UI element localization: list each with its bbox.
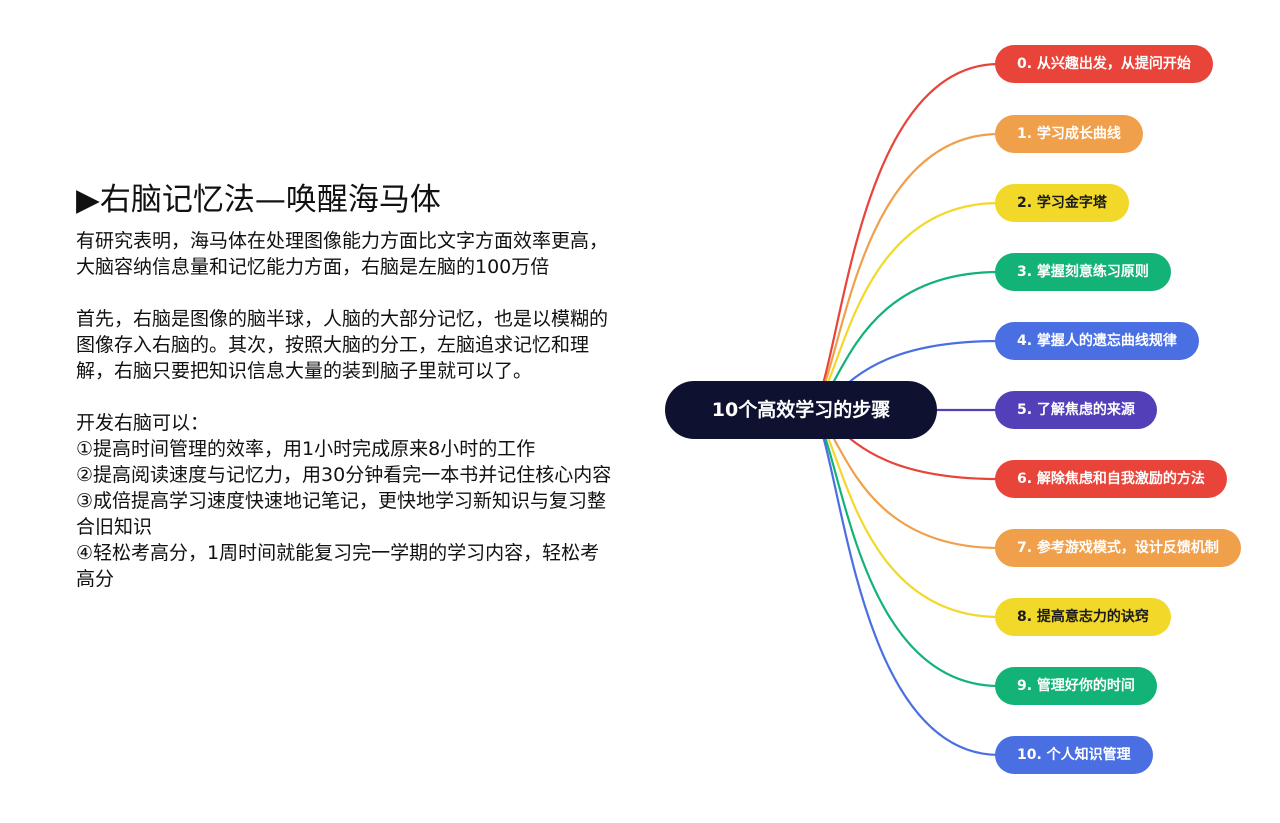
branch-node-10: 10. 个人知识管理: [995, 736, 1153, 774]
branch-label: 3. 掌握刻意练习原则: [1017, 264, 1149, 280]
branch-label: 0. 从兴趣出发，从提问开始: [1017, 56, 1191, 72]
branch-node-1: 1. 学习成长曲线: [995, 115, 1143, 153]
branch-node-8: 8. 提高意志力的诀窍: [995, 598, 1171, 636]
branch-label: 4. 掌握人的遗忘曲线规律: [1017, 333, 1177, 349]
branch-label: 1. 学习成长曲线: [1017, 126, 1121, 142]
benefit-item: ④轻松考高分，1周时间就能复习完一学期的学习内容，轻松考高分: [76, 542, 600, 590]
branch-node-0: 0. 从兴趣出发，从提问开始: [995, 45, 1213, 83]
benefit-item: ①提高时间管理的效率，用1小时完成原来8小时的工作: [76, 438, 536, 460]
branch-node-5: 5. 了解焦虑的来源: [995, 391, 1157, 429]
branch-label: 10. 个人知识管理: [1017, 747, 1131, 763]
branch-label: 9. 管理好你的时间: [1017, 678, 1135, 694]
branch-label: 5. 了解焦虑的来源: [1017, 402, 1135, 418]
branch-node-7: 7. 参考游戏模式，设计反馈机制: [995, 529, 1241, 567]
branch-label: 7. 参考游戏模式，设计反馈机制: [1017, 540, 1219, 556]
branch-node-2: 2. 学习金字塔: [995, 184, 1129, 222]
intro-paragraph: 有研究表明，海马体在处理图像能力方面比文字方面效率更高，大脑容纳信息量和记忆能力…: [76, 230, 609, 278]
branch-node-6: 6. 解除焦虑和自我激励的方法: [995, 460, 1227, 498]
branch-label: 8. 提高意志力的诀窍: [1017, 609, 1149, 625]
branch-label: 6. 解除焦虑和自我激励的方法: [1017, 471, 1205, 487]
article-heading: ▶右脑记忆法—唤醒海马体: [76, 182, 441, 218]
article-panel: ▶右脑记忆法—唤醒海马体 有研究表明，海马体在处理图像能力方面比文字方面效率更高…: [76, 178, 616, 592]
benefits-heading: 开发右脑可以：: [76, 412, 210, 434]
branch-node-9: 9. 管理好你的时间: [995, 667, 1157, 705]
explanation-paragraph: 首先，右脑是图像的脑半球，人脑的大部分记忆，也是以模糊的图像存入右脑的。其次，按…: [76, 308, 609, 382]
benefit-item: ③成倍提高学习速度快速地记笔记，更快地学习新知识与复习整合旧知识: [76, 490, 607, 538]
center-node: 10个高效学习的步骤: [665, 381, 937, 439]
branch-node-4: 4. 掌握人的遗忘曲线规律: [995, 322, 1199, 360]
branch-node-3: 3. 掌握刻意练习原则: [995, 253, 1171, 291]
benefit-item: ②提高阅读速度与记忆力，用30分钟看完一本书并记住核心内容: [76, 464, 612, 486]
branch-label: 2. 学习金字塔: [1017, 195, 1107, 211]
center-label: 10个高效学习的步骤: [711, 399, 891, 421]
